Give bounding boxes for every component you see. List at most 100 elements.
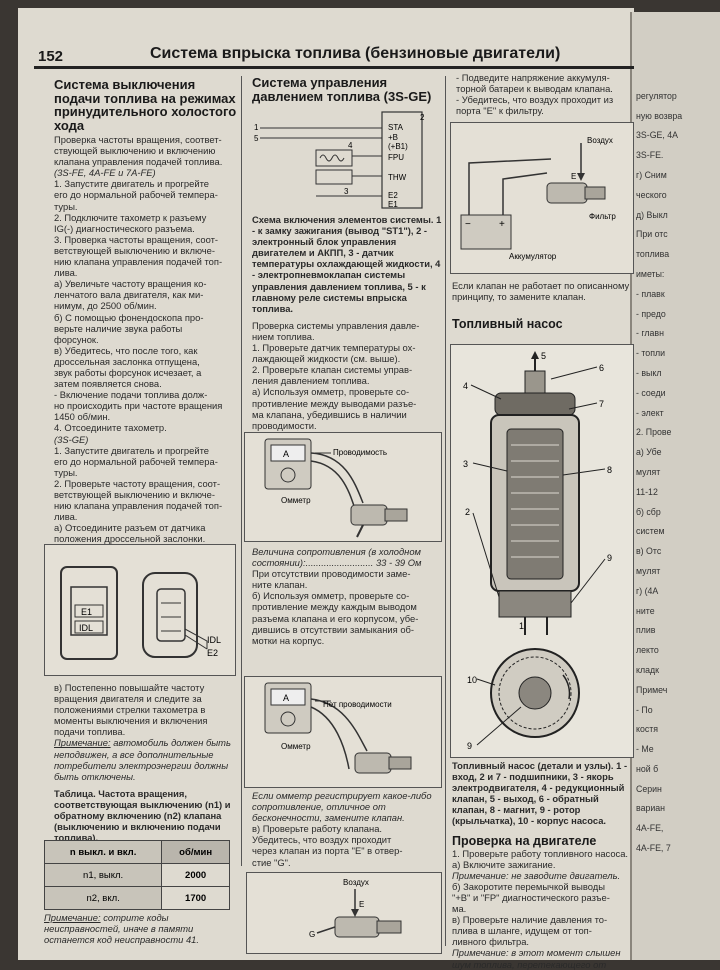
table-cell: 2000	[161, 863, 230, 887]
section-text: Проверка частоты вращения, соответ-ствую…	[54, 134, 238, 567]
table-cell: n2, вкл.	[43, 886, 163, 910]
text-line: в) Отс	[636, 546, 662, 557]
text-line: через клапан из порта "E" в отвер-	[252, 845, 403, 857]
rpm-table: n выкл. и вкл.об/мин n1, выкл.2000 n2, в…	[43, 840, 230, 910]
text-line: верьте наличие звука работы	[54, 322, 183, 334]
table-cell: n1, выкл.	[43, 863, 163, 887]
text-line: При отсутствии проводимости заме-	[252, 568, 411, 580]
port-e-label: E	[359, 900, 364, 909]
text-line: подачи топлива.	[54, 726, 126, 738]
ohmmeter-figure-1: A Проводимость Омметр	[244, 432, 442, 542]
diagram-label: E2	[388, 191, 398, 200]
text-line: - выкл	[636, 367, 662, 378]
text-line: Убедитесь, что воздух проходит	[252, 834, 392, 846]
air-label: Воздух	[343, 878, 369, 887]
text-line: г) (4А	[636, 585, 659, 596]
text-line: ления давлением топлива.	[252, 375, 370, 387]
text-line: мулят	[636, 565, 661, 576]
pump-label: 9	[607, 553, 612, 563]
text-line: 2. Прове	[636, 427, 672, 438]
table-cell: 1700	[161, 886, 230, 910]
pump-label: 10	[467, 675, 477, 685]
svg-text:A: A	[283, 449, 289, 459]
svg-text:+: +	[499, 219, 505, 230]
text-line: - топли	[636, 348, 666, 359]
text-line: его до нормальной рабочей темпера-	[54, 189, 218, 201]
table-title: Таблица. Частота вращения, соответствующ…	[54, 787, 231, 844]
section-text: Проверка системы управления давле-нием т…	[252, 320, 442, 431]
column-separator	[445, 76, 446, 946]
text-line: а) Используя омметр, проверьте со-	[252, 386, 410, 398]
ohmmeter-figure-2: A Нет проводимости Омметр	[244, 676, 442, 788]
fuel-pump-figure: 5 6 4 7 3 8 2 9 1 10 9	[450, 344, 634, 758]
text-line: в) Убедитесь, что после того, как	[54, 344, 198, 356]
wiring-diagram: 2 1 5 STA +B (+B1) 4 FPU THW 3 E2 E1	[252, 108, 442, 212]
text-line: лаждающей жидкости (см. выше).	[252, 353, 401, 365]
note-text: автомобиль должен быть неподвижен, а все…	[54, 737, 231, 782]
text-line: в) Проверьте наличие давления то-	[452, 914, 608, 926]
text-line: нию клапана управления подачей топ-	[54, 500, 223, 512]
text-line: ните клапан.	[252, 579, 308, 591]
text-line: лива.	[54, 511, 78, 523]
pump-label: 4	[463, 381, 468, 391]
text-line: положения дроссельной заслонки.	[54, 533, 206, 545]
section-text: - Подведите напряжение аккумуля-торной б…	[456, 72, 632, 116]
text-line: - предо	[636, 308, 666, 319]
text-line: в) Проверьте работу клапана.	[252, 823, 383, 835]
pump-label: 3	[463, 459, 468, 469]
text-line: лекто	[636, 645, 659, 656]
battery-label: Аккумулятор	[509, 252, 557, 261]
section-text: При отсутствии проводимости заме-ните кл…	[252, 568, 442, 646]
text-line: туры.	[54, 466, 78, 478]
text-line: ческого	[636, 189, 667, 200]
pump-label: 6	[599, 363, 604, 373]
section-heading: Система выключения подачи топлива на реж…	[54, 77, 237, 133]
text-line: противление между выводами разъе-	[252, 397, 417, 409]
text-line: При отс	[636, 229, 668, 240]
text-line: звук работы форсунок исчезает, а	[54, 366, 202, 378]
text-line: Примечание: не заводите двигатель.	[452, 869, 621, 881]
text-line: 4A-FE, 7	[636, 843, 671, 854]
text-line: - элект	[636, 407, 664, 418]
diagram-label: 4	[348, 141, 353, 150]
column-2-text: Схема включения элементов системы. 1 - к…	[252, 214, 442, 431]
text-line: иметы:	[636, 268, 665, 279]
text-line: его до нормальной рабочей темпера-	[54, 455, 218, 467]
figure-caption: Топливный насос (детали и узлы). 1 - вхо…	[452, 760, 628, 827]
text-line: - плавк	[636, 288, 665, 299]
text-line: клапана управления подачей топлива.	[54, 156, 223, 168]
column-2-text-3: Если омметр регистрирует какое-либо сопр…	[252, 790, 442, 868]
text-line: б) сбр	[636, 506, 661, 517]
text-line: плив	[636, 625, 656, 636]
text-line: ствующей выключению и включению	[54, 145, 216, 157]
battery-valve-figure: − + Воздух E Фильтр Аккумулятор	[450, 122, 634, 274]
text-line: форсунок.	[54, 333, 99, 345]
text-line: Серин	[636, 783, 662, 794]
text-line: регулятор	[636, 90, 677, 101]
section-text: 1. Проверьте работу топливного насоса.а)…	[452, 848, 632, 970]
text-line: (3S-FE, 4A-FE и 7A-FE)	[54, 167, 156, 179]
text-line: мотки на корпус.	[252, 634, 325, 646]
column-2: Система управления давлением топлива (3S…	[252, 76, 442, 105]
text-line: - соеди	[636, 387, 666, 398]
text-line: костя	[636, 724, 659, 735]
text-line: - По	[636, 704, 653, 715]
table-row: n2, вкл.1700	[43, 886, 230, 910]
note-text: сотрите коды неисправностей, иначе в пам…	[44, 912, 199, 946]
replace-note: Если клапан не работает по описанному пр…	[452, 280, 630, 303]
no-conductivity-label: Нет проводимости	[323, 700, 392, 709]
text-line: б) Закоротите перемычкой выводы	[452, 880, 606, 892]
text-line: (3S-GE)	[54, 433, 89, 445]
text-line: 2. Проверьте клапан системы управ-	[252, 364, 413, 376]
text-line: 1. Проверьте работу топливного насоса.	[452, 847, 629, 859]
text-line: 2. Проверьте частоту вращения, соот-	[54, 477, 221, 489]
section-text: в) Проверьте работу клапана.Убедитесь, ч…	[252, 823, 442, 867]
conductivity-label: Проводимость	[333, 448, 387, 457]
text-line: Примечание: в этот момент слышен	[452, 947, 621, 959]
text-line: затем появляется снова.	[54, 378, 162, 390]
text-line: систем	[636, 526, 665, 537]
text-line: - Убедитесь, что воздух проходит из	[456, 94, 614, 106]
text-line: б) Используя омметр, проверьте со-	[252, 590, 410, 602]
